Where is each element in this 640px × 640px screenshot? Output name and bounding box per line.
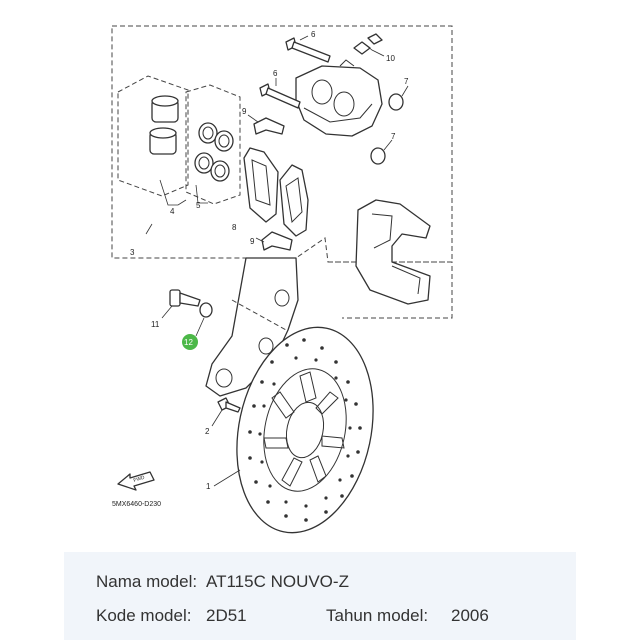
model-code-row: Kode model: 2D51 Tahun model: 2006 — [96, 606, 489, 626]
callout-12: 12 — [184, 338, 193, 347]
callout-2: 2 — [205, 427, 210, 436]
pin-bolt-upper — [285, 37, 331, 63]
washer-12 — [199, 302, 213, 318]
callout-6b: 6 — [273, 69, 278, 78]
seal-4 — [210, 160, 230, 182]
bolt-11 — [169, 289, 201, 307]
assembly-box-outline — [111, 25, 453, 263]
brake-pad-outer — [279, 164, 309, 237]
pin-bolt-lower — [259, 83, 301, 109]
seal-1 — [198, 122, 218, 144]
parts-diagram: FWD 5MX6460-D230 1 2 3 4 5 6 6 7 7 8 9 9… — [111, 25, 453, 534]
seal-group-box — [185, 84, 241, 205]
callout-8: 8 — [232, 223, 237, 232]
caliper-body — [295, 65, 383, 137]
diagram-code: 5MX6460-D230 — [112, 501, 161, 508]
callout-7a: 7 — [404, 77, 409, 86]
callout-9b: 9 — [250, 237, 255, 246]
seal-2 — [214, 130, 234, 152]
model-code-label: Kode model: — [96, 606, 192, 625]
piston-upper — [151, 95, 179, 123]
callout-11: 11 — [151, 320, 160, 329]
callout-9a: 9 — [242, 107, 247, 116]
model-code-value: 2D51 — [206, 606, 247, 625]
brake-disc — [236, 326, 374, 534]
callout-12-highlight[interactable]: 12 — [182, 334, 198, 350]
fork-leg — [205, 257, 299, 397]
bracket-box-outline — [328, 261, 453, 319]
pad-spring-lower — [261, 231, 293, 251]
callout-7b: 7 — [391, 132, 396, 141]
callout-4: 4 — [170, 207, 175, 216]
piston-lower — [149, 127, 177, 155]
seal-3 — [194, 152, 214, 174]
piston-group-box — [117, 75, 189, 197]
pad-spring-upper — [253, 117, 285, 135]
model-info-panel: Nama model: AT115C NOUVO-Z Kode model: 2D5… — [64, 552, 576, 640]
model-year-value: 2006 — [451, 606, 489, 625]
disc-bolt — [217, 397, 241, 413]
model-name-label: Nama model: — [96, 572, 198, 591]
model-name-row: Nama model: AT115C NOUVO-Z — [96, 572, 349, 592]
boot-upper — [388, 93, 404, 111]
fwd-arrow-icon: FWD — [117, 471, 155, 491]
bleed-screw — [353, 33, 383, 55]
caliper-bracket — [355, 199, 431, 305]
model-name-value: AT115C NOUVO-Z — [206, 572, 349, 591]
callout-10: 10 — [386, 54, 395, 63]
callout-3: 3 — [130, 248, 135, 257]
callout-5: 5 — [196, 201, 201, 210]
model-year-label: Tahun model: — [326, 606, 429, 625]
fwd-label: FWD — [133, 475, 146, 484]
callout-1: 1 — [206, 482, 211, 491]
boot-lower — [370, 147, 386, 165]
brake-pad-inner — [243, 147, 279, 223]
callout-6a: 6 — [311, 30, 316, 39]
